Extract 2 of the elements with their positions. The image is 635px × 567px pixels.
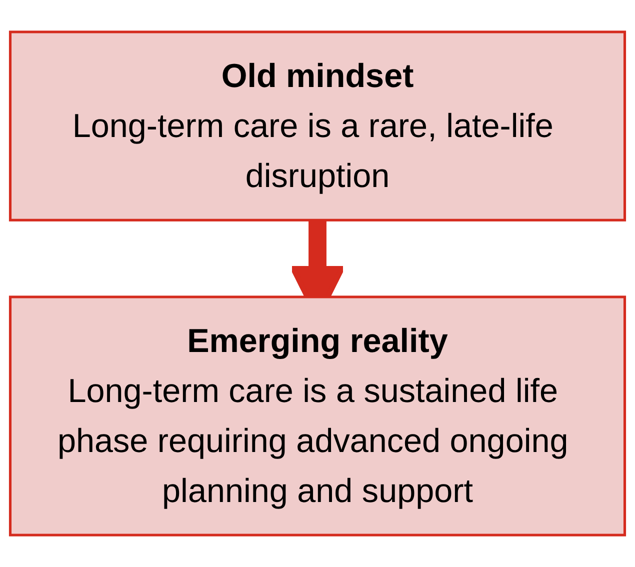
node-box: Emerging reality Long-term care is a sustained life phase requiring advanced ongoing planning and support: [8, 296, 626, 536]
node-box: Old mindset Long-term care is a rare, late-life disruption: [8, 30, 626, 222]
